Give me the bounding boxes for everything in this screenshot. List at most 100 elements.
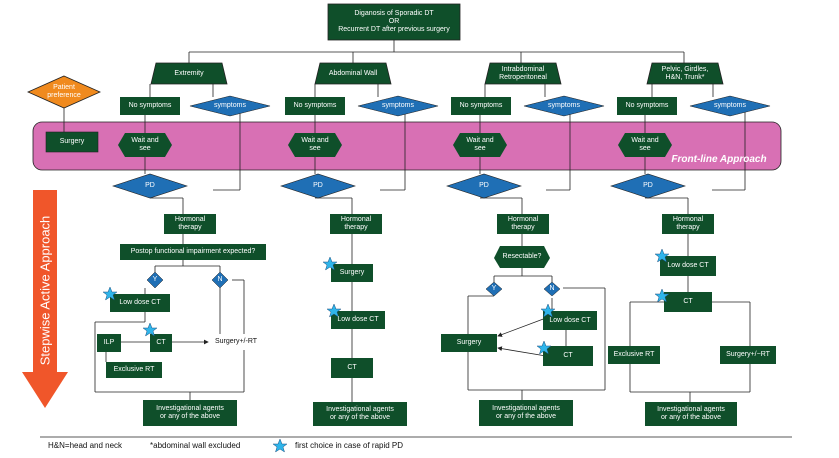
col3-low-dose-ct: Low dose CT (549, 316, 591, 324)
star-icon (654, 248, 670, 263)
no-symptoms-box-1 (120, 97, 180, 115)
site-pelvic: Pelvic, Girdles, H&N, Trunk* (661, 65, 709, 81)
col4-exclusive-rt-box (608, 346, 660, 364)
col1-yes: Y (152, 276, 158, 283)
footer-abdominal: *abdominal wall excluded (150, 441, 241, 450)
star-icon (326, 303, 342, 318)
pd-diamond-4 (610, 173, 686, 199)
col3-surgery-box (441, 334, 497, 352)
no-symptoms-4: No symptoms (625, 102, 669, 109)
star-icon (654, 288, 670, 303)
col1-low-dose-ct: Low dose CT (119, 299, 161, 306)
wait-see-hex-3 (453, 133, 507, 157)
no-symptoms-box-4 (617, 97, 677, 115)
site-extremity-shape (150, 62, 228, 85)
col4-ct: CT (683, 298, 693, 305)
col4-surgery-rt: Surgery+/−RT (726, 351, 770, 358)
patient-preference: Patient preference (47, 84, 81, 99)
col3-investigational-box (479, 400, 573, 426)
stepwise-arrow (22, 190, 68, 408)
symptoms-diamond-1 (189, 95, 271, 117)
wait-see-hex-1 (118, 133, 172, 157)
pd-diamond-3 (446, 173, 522, 199)
wait-see-4: Wait and see (631, 137, 659, 152)
wait-see-hex-2 (288, 133, 342, 157)
col3-no: N (549, 285, 555, 292)
pd-4: PD (643, 182, 653, 189)
col3-surgery: Surgery (456, 339, 482, 346)
hormonal-4: Hormonal therapy (672, 216, 704, 231)
col3-ct: CT (563, 352, 573, 359)
star-icon (536, 340, 552, 355)
hormonal-box-4 (662, 214, 714, 234)
no-symptoms-3: No symptoms (459, 102, 503, 109)
site-intrabdominal-shape (484, 62, 562, 85)
arrow-lines (172, 317, 547, 357)
col3-question: Resectable? (502, 253, 542, 260)
no-symptoms-box-2 (285, 97, 345, 115)
col1-yes-diamond (146, 271, 164, 289)
pd-3: PD (479, 182, 489, 189)
patient-preference-diamond (27, 75, 101, 109)
col4-exclusive-rt: Exclusive RT (613, 351, 655, 358)
hormonal-box-1 (164, 214, 216, 234)
wait-see-1: Wait and see (131, 137, 159, 152)
symptoms-diamond-3 (523, 95, 605, 117)
col4-low-dose-ct: Low dose CT (667, 262, 709, 269)
col4-ct-box (664, 292, 712, 312)
site-abdominal-wall-shape (314, 62, 392, 85)
col1-exclusive-rt: Exclusive RT (113, 366, 155, 373)
hormonal-1: Hormonal therapy (174, 216, 206, 231)
surgery-label: Surgery (59, 138, 85, 145)
pd-2: PD (313, 182, 323, 189)
connector-lines (63, 40, 751, 402)
col1-surgery-rt: Surgery+/-RT (214, 338, 258, 345)
symptoms-4: symptoms (714, 102, 746, 109)
site-extremity: Extremity (174, 69, 204, 77)
col3-yes-diamond (485, 281, 503, 297)
symptoms-3: symptoms (548, 102, 580, 109)
col3-ct-box (543, 346, 593, 366)
col1-surgery-rt-bg (210, 334, 262, 350)
stepwise-label: Stepwise Active Approach (37, 215, 53, 365)
col1-no-diamond (211, 271, 229, 289)
col3-no-diamond (543, 281, 561, 297)
site-intrabdominal: Intrabdominal Retroperitoneal (499, 65, 547, 81)
col3-resectable-hex (494, 246, 550, 268)
hormonal-2: Hormonal therapy (340, 216, 372, 231)
col1-ilp: ILP (103, 339, 115, 346)
wait-see-hex-4 (618, 133, 672, 157)
col1-investigational-box (143, 400, 237, 426)
wait-see-2: Wait and see (301, 137, 329, 152)
no-symptoms-1: No symptoms (128, 102, 172, 109)
footer-star-legend: first choice in case of rapid PD (295, 441, 404, 450)
col3-yes: Y (491, 285, 497, 292)
col1-low-dose-box (110, 294, 170, 312)
col2-investigational-box (313, 402, 407, 426)
footer-hn: H&N=head and neck (48, 441, 123, 450)
star-icon (142, 322, 158, 337)
pd-diamond-1 (112, 173, 188, 199)
col2-low-dose-box (331, 311, 385, 329)
col4-surgery-rt-box (720, 346, 776, 364)
pd-1: PD (145, 182, 155, 189)
star-icon (540, 303, 556, 318)
col1-no: N (217, 276, 223, 283)
star-icon (102, 286, 118, 301)
front-line-band (32, 121, 782, 171)
symptoms-2: symptoms (382, 102, 414, 109)
diagnosis-title: Diganosis of Sporadic DT OR Recurrent DT… (338, 10, 450, 33)
col1-ct-box (150, 334, 172, 352)
hormonal-3: Hormonal therapy (507, 216, 539, 231)
col2-surgery-box (331, 264, 373, 282)
col2-low-dose-ct: Low dose CT (337, 316, 379, 323)
site-abdominal-wall: Abdominal Wall (328, 69, 378, 77)
col4-low-dose-box (660, 256, 716, 276)
col2-ct: CT (347, 364, 357, 371)
symptoms-1: symptoms (214, 102, 246, 109)
star-icon (272, 438, 288, 453)
wait-see-3: Wait and see (466, 137, 494, 152)
col2-investigational: Investigational agents or any of the abo… (326, 406, 394, 421)
